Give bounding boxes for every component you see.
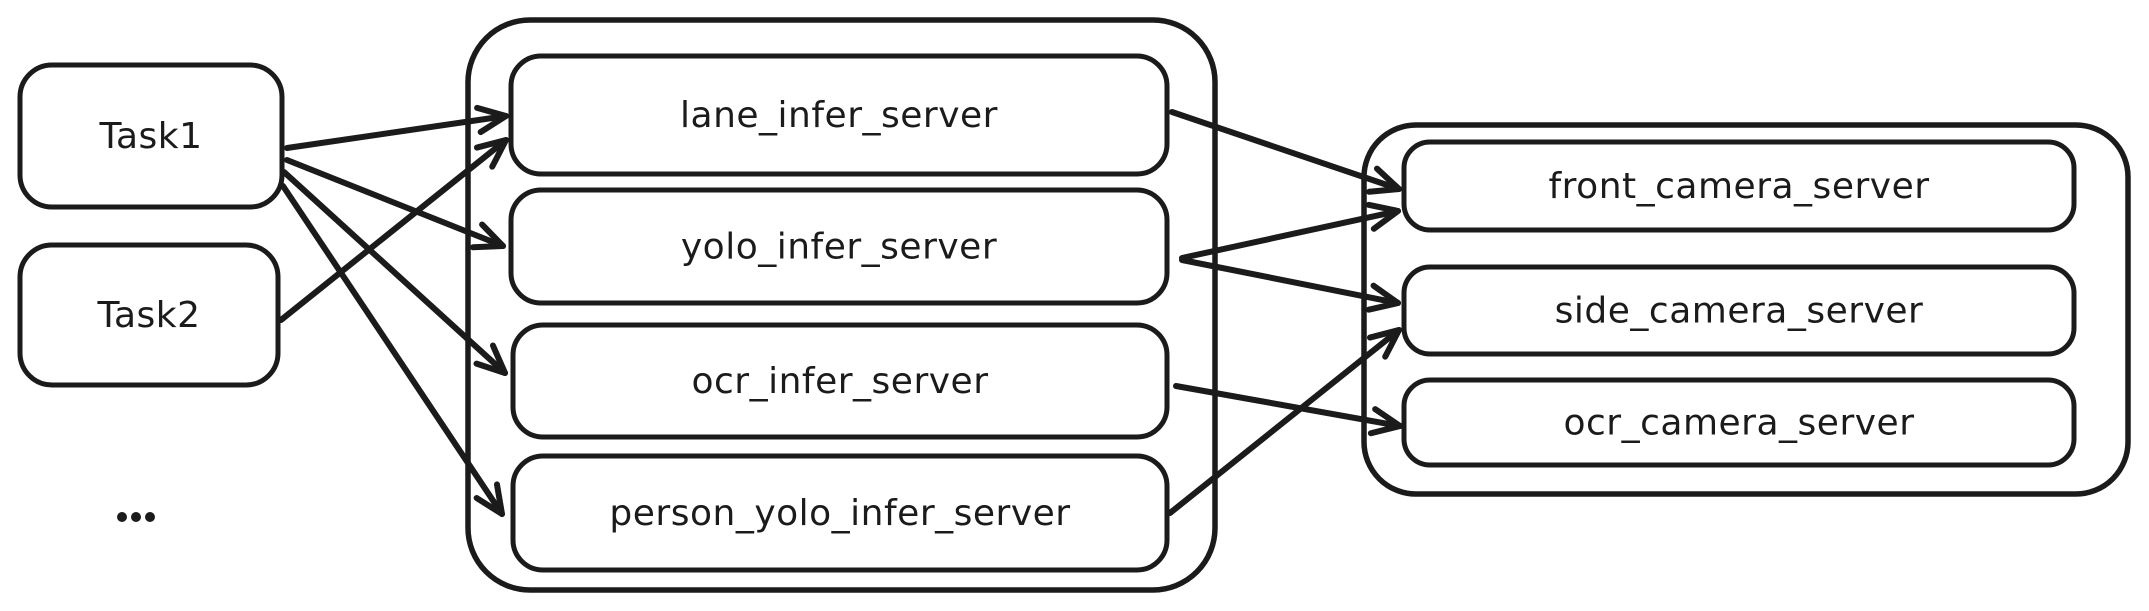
node-box-front_camera_server [1401, 139, 2077, 233]
node-yolo_infer_server: yolo_infer_server [508, 187, 1170, 306]
edge-task1-to-lane_infer_server [284, 104, 509, 151]
edge-person_yolo_infer_server-to-side_camera_server [1167, 327, 1402, 516]
edge-task1-to-person_yolo_infer_server [280, 183, 505, 517]
edge-line [1173, 383, 1403, 429]
ellipsis-dot [145, 512, 155, 522]
edge-task1-to-yolo_infer_server [284, 157, 506, 251]
arrowhead-icon [470, 221, 506, 251]
node-label-front_camera_server: front_camera_server [1548, 166, 1929, 207]
node-label-task2: Task2 [96, 295, 200, 336]
node-task2: Task2 [17, 242, 281, 388]
arrowhead-icon [1366, 165, 1402, 195]
node-ocr_infer_server: ocr_infer_server [510, 322, 1170, 440]
arrowhead-icon [473, 481, 505, 517]
node-label-task1: Task1 [98, 116, 202, 157]
arrowhead-icon [474, 104, 509, 136]
edge-ocr_infer_server-to-ocr_camera_server [1173, 383, 1403, 437]
edge-line [278, 137, 509, 323]
arrowhead-icon [1367, 406, 1403, 437]
edge-yolo_infer_server-to-front_camera_server [1179, 201, 1401, 261]
node-box-task1 [17, 62, 285, 210]
edge-line [280, 183, 505, 517]
node-label-side_camera_server: side_camera_server [1555, 291, 1924, 332]
edge-lane_infer_server-to-front_camera_server [1169, 109, 1402, 195]
node-box-ocr_camera_server [1401, 377, 2077, 468]
tasks-ellipsis [117, 512, 155, 522]
edge-line [1167, 327, 1402, 516]
edge-line [1179, 257, 1401, 306]
arrowhead-icon [473, 342, 508, 376]
node-person_yolo_infer_server: person_yolo_infer_server [510, 453, 1170, 573]
node-label-person_yolo_infer_server: person_yolo_infer_server [609, 493, 1070, 534]
arrowhead-icon [1365, 282, 1401, 313]
node-box-yolo_infer_server [508, 187, 1170, 306]
edge-task1-to-ocr_infer_server [281, 169, 508, 376]
edge-line [284, 157, 506, 249]
node-task1: Task1 [17, 62, 285, 210]
node-label-lane_infer_server: lane_infer_server [680, 95, 998, 136]
node-label-ocr_camera_server: ocr_camera_server [1563, 403, 1914, 444]
node-box-ocr_infer_server [510, 322, 1170, 440]
edge-line [1169, 109, 1402, 192]
ellipsis-dot [117, 512, 127, 522]
edge-line [281, 169, 508, 376]
ellipsis-dot [131, 512, 141, 522]
node-lane_infer_server: lane_infer_server [508, 53, 1170, 177]
edge-task2-to-lane_infer_server [278, 137, 509, 323]
arrowhead-icon [473, 137, 509, 170]
node-ocr_camera_server: ocr_camera_server [1401, 377, 2077, 468]
edge-yolo_infer_server-to-side_camera_server [1179, 257, 1401, 313]
arrowhead-icon [1366, 327, 1402, 360]
node-box-lane_infer_server [508, 53, 1170, 177]
node-box-side_camera_server [1401, 264, 2077, 357]
edge-line [1179, 208, 1401, 261]
node-box-task2 [17, 242, 281, 388]
node-side_camera_server: side_camera_server [1401, 264, 2077, 357]
node-front_camera_server: front_camera_server [1401, 139, 2077, 233]
node-label-yolo_infer_server: yolo_infer_server [681, 227, 997, 268]
arrowhead-icon [1365, 201, 1401, 232]
node-label-ocr_infer_server: ocr_infer_server [691, 361, 988, 402]
edge-line [284, 113, 509, 151]
